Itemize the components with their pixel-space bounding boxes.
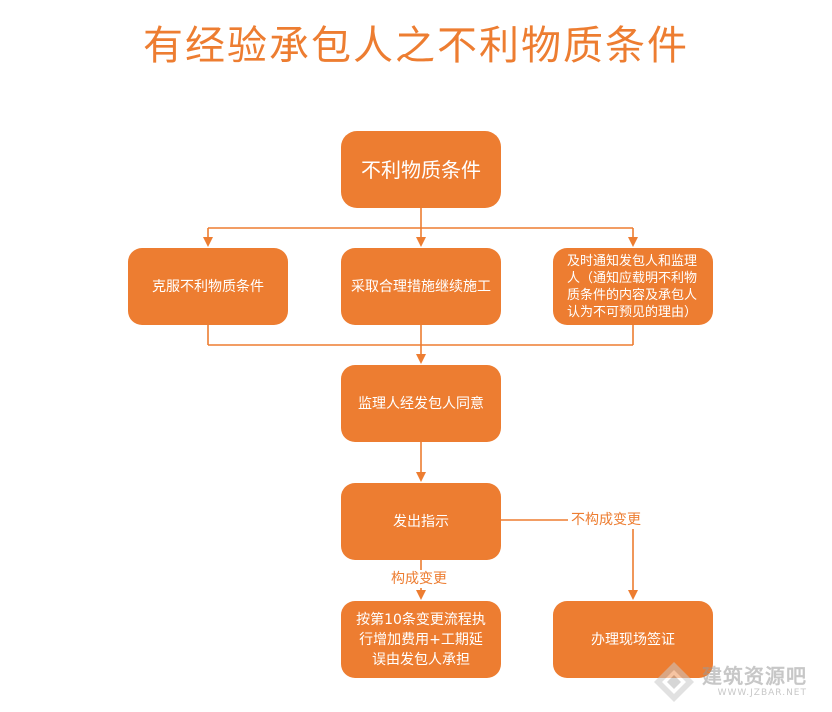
diamond-logo-icon [654,662,694,702]
node-engineer-agreement: 监理人经发包人同意 [341,365,501,442]
label-not-variation: 不构成变更 [568,511,644,529]
node-variation-procedure: 按第10条变更流程执行增加费用+工期延误由发包人承担 [341,601,501,678]
node-overcome-conditions: 克服不利物质条件 [128,248,288,325]
node-site-signoff: 办理现场签证 [553,601,713,678]
watermark-url: WWW.JZBAR.NET [717,688,807,698]
node-issue-instruction: 发出指示 [341,483,501,560]
node-take-measures: 采取合理措施继续施工 [341,248,501,325]
label-is-variation: 构成变更 [388,570,450,588]
watermark-text: 建筑资源吧 [702,664,807,688]
node-notify-employer: 及时通知发包人和监理人（通知应载明不利物质条件的内容及承包人认为不可预见的理由） [553,248,713,325]
node-adverse-physical-conditions: 不利物质条件 [341,131,501,208]
watermark: 建筑资源吧 WWW.JZBAR.NET [652,660,807,704]
page-title: 有经验承包人之不利物质条件 [143,23,689,69]
